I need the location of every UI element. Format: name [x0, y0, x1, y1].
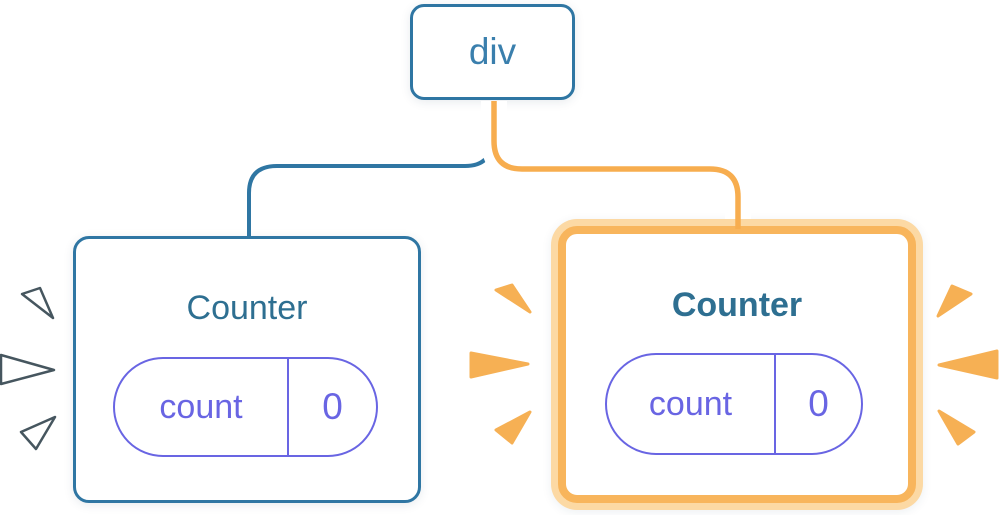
- root-node-label: div: [468, 31, 517, 72]
- sparkle-icon: [494, 410, 532, 445]
- connector-parent-to-left-child: [247, 101, 494, 238]
- sparkle-icon: [19, 415, 57, 451]
- connector-highlight-casing: [481, 101, 751, 219]
- state-value: 0: [808, 383, 829, 424]
- counter-title: Counter: [671, 286, 803, 324]
- counter-node-left: Counter count 0: [73, 236, 421, 503]
- state-pill: count 0: [605, 353, 863, 455]
- root-node-div: div: [410, 4, 575, 100]
- glow-burst-inner-left: [469, 283, 532, 445]
- sparkle-icon: [937, 409, 976, 446]
- counter-node-right-highlight-ring: Counter count 0: [551, 219, 923, 510]
- glow-burst-right: [936, 284, 999, 446]
- sparkle-icon: [469, 351, 530, 379]
- sparkle-icon: [20, 286, 55, 320]
- connector-parent-to-right-child: [491, 101, 741, 229]
- sparkle-icon: [0, 353, 56, 386]
- state-value: 0: [322, 386, 343, 427]
- sparkle-icon: [937, 349, 999, 380]
- sparkle-icon: [936, 284, 973, 318]
- reset-burst-left: [0, 286, 57, 451]
- state-name: count: [607, 355, 776, 453]
- counter-node-right: Counter count 0: [558, 226, 916, 503]
- counter-title: Counter: [186, 289, 308, 327]
- state-pill: count 0: [113, 357, 378, 457]
- sparkle-icon: [494, 283, 532, 314]
- state-name: count: [115, 359, 289, 455]
